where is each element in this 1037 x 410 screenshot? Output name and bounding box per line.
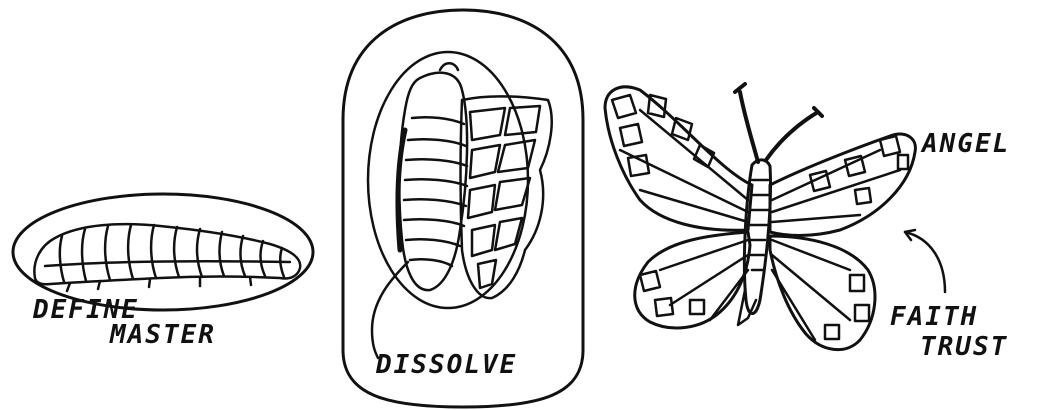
butterfly-stage: ANGEL FAITH TRUST	[605, 84, 1010, 362]
faith-label: FAITH	[890, 302, 978, 332]
caterpillar-icon	[34, 224, 300, 291]
caterpillar-stage: DEFINE MASTER	[13, 194, 313, 350]
angel-label: ANGEL	[920, 129, 1010, 159]
trust-label: TRUST	[920, 332, 1008, 362]
dissolve-label: DISSOLVE	[375, 350, 517, 380]
master-label: MASTER	[109, 320, 216, 350]
chrysalis-stage: DISSOLVE	[343, 10, 583, 407]
caterpillar-oval	[13, 194, 313, 310]
